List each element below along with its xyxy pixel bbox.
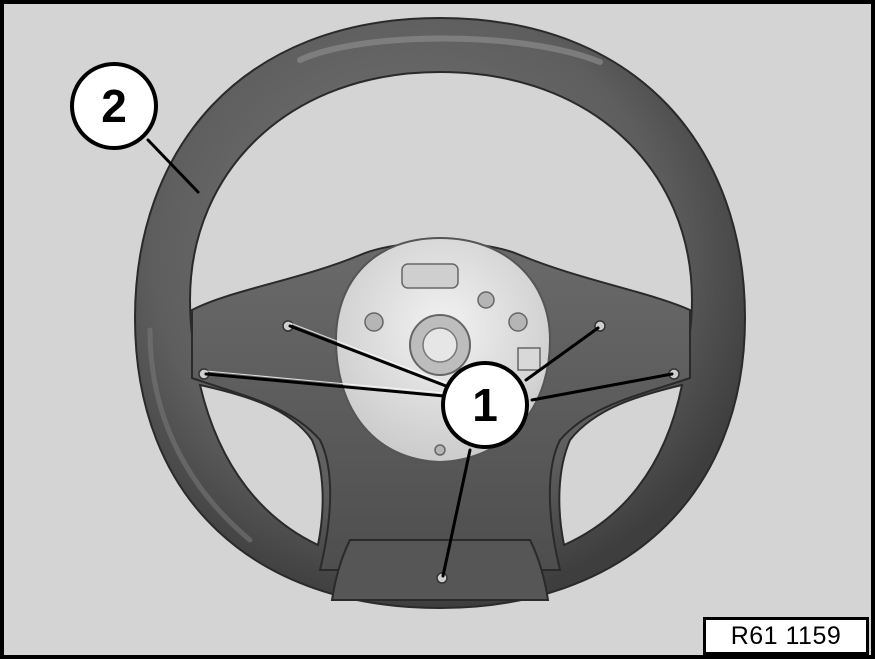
hub-hole-right — [508, 312, 528, 332]
callout-2-label: 2 — [101, 80, 127, 132]
rim-highlight-left — [147, 327, 253, 543]
rim-highlight — [297, 35, 603, 65]
hub-tab-right — [517, 347, 541, 371]
callout-1-circle — [441, 361, 529, 449]
callout-2-leader — [146, 138, 200, 194]
lower-spoke — [330, 539, 550, 601]
callout-2-circle — [70, 62, 158, 150]
right-opening — [558, 383, 684, 547]
hub-hole-left — [364, 312, 384, 332]
left-opening — [198, 383, 324, 547]
figure-reference-number: R61 1159 — [703, 617, 869, 655]
callout-1-leaders — [204, 324, 674, 578]
callout-1-leaders-halo — [205, 322, 447, 394]
hub-connector — [401, 263, 459, 289]
hub-center-inner — [422, 327, 458, 363]
hub-hole-upper — [477, 291, 495, 309]
callout-1-label: 1 — [472, 379, 498, 431]
hub-hole-lower — [434, 444, 446, 456]
